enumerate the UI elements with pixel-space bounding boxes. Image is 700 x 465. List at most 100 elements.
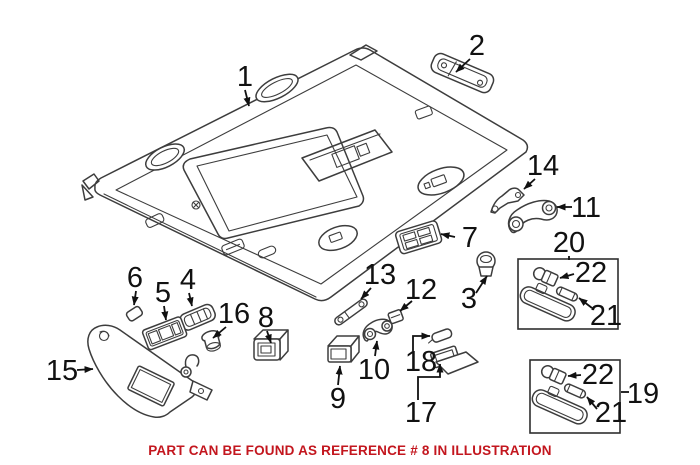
callout-20-number: 20 (553, 227, 585, 259)
callout-14-leader (523, 178, 536, 190)
lamp-lens-18 (428, 328, 453, 344)
bulb-socket-22b (540, 364, 567, 385)
roof-bracket (430, 52, 495, 94)
callout-8: 8 (258, 302, 274, 344)
callout-19: 19 (621, 378, 659, 410)
lamp-housing-20 (519, 282, 576, 322)
callout-3: 3 (461, 275, 488, 315)
callout-6: 6 (127, 262, 143, 306)
callout-7-number: 7 (462, 222, 478, 254)
headliner-details (81, 44, 433, 259)
callout-12: 12 (399, 274, 437, 312)
handle-bracket-rear (490, 187, 525, 214)
sunroof-opening (182, 126, 365, 240)
grab-handle-rear (507, 199, 558, 234)
grab-handle-front (362, 318, 393, 342)
headliner-panel (81, 44, 529, 302)
callout-6-leader (131, 290, 139, 306)
callout-21-leader (586, 396, 598, 410)
callout-15: 15 (46, 355, 94, 387)
callout-3-leader (475, 275, 488, 294)
callout-18: 18 (405, 332, 437, 378)
callout-9-number: 9 (330, 383, 346, 415)
callout-4-leader (186, 292, 194, 307)
callout-17: 17 (405, 363, 444, 429)
handle-rail (334, 298, 368, 326)
callout-18-leader (412, 332, 431, 351)
overhead-console-lamp (394, 220, 443, 255)
callout-9: 9 (330, 365, 346, 415)
callout-2: 2 (455, 30, 485, 73)
callout-22: 22 (559, 257, 607, 289)
switch-9 (327, 335, 360, 363)
callout-14-number: 14 (527, 150, 559, 182)
callout-17-leader (417, 363, 444, 400)
lamp-assembly-box-19 (529, 359, 621, 434)
callout-12-number: 12 (405, 274, 437, 306)
clip-6 (125, 305, 144, 322)
callout-22-number: 22 (575, 257, 607, 289)
callout-19-number: 19 (627, 378, 659, 410)
bulb-socket-22a (532, 266, 559, 287)
callout-22-number: 22 (582, 359, 614, 391)
visor-pivot (180, 354, 213, 401)
callout-5-leader (161, 305, 169, 321)
callout-10-leader (372, 340, 380, 357)
callout-1-number: 1 (237, 61, 253, 93)
callout-8-number: 8 (258, 302, 274, 334)
callout-16: 16 (212, 298, 250, 339)
callout-13: 13 (360, 259, 396, 300)
callout-1-leader (243, 89, 251, 107)
callout-7-leader (440, 232, 456, 240)
callout-20: 20 (553, 227, 585, 260)
callout-22-leader (567, 371, 582, 379)
callout-9-leader (335, 365, 343, 386)
callout-11: 11 (556, 192, 601, 224)
callout-6-number: 6 (127, 262, 143, 294)
callout-12-leader (399, 300, 413, 312)
callout-14: 14 (523, 150, 559, 190)
sun-visor (87, 324, 213, 418)
callout-18-number: 18 (405, 346, 437, 378)
callout-10: 10 (358, 340, 390, 386)
callout-13-leader (360, 287, 372, 300)
callout-10-number: 10 (358, 354, 390, 386)
callout-5-number: 5 (155, 277, 171, 309)
callout-13-number: 13 (364, 259, 396, 291)
switch-8 (253, 329, 289, 361)
callout-17-number: 17 (405, 397, 437, 429)
callout-15-leader (76, 366, 94, 374)
callout-22: 22 (567, 359, 614, 391)
callout-16-leader (212, 326, 227, 339)
lamp-assembly-box-20 (517, 258, 619, 330)
lamp-recess-right (417, 166, 465, 196)
callout-1: 1 (237, 61, 253, 107)
roof-sensor (476, 251, 496, 277)
callout-15-number: 15 (46, 355, 78, 387)
lamp-housing-19 (531, 385, 588, 425)
callout-2-leader (455, 58, 471, 73)
caption: PART CAN BE FOUND AS REFERENCE # 8 IN IL… (148, 443, 552, 458)
callout-21-number: 21 (595, 397, 627, 429)
lamp-recess-left (318, 224, 358, 252)
callout-16-number: 16 (218, 298, 250, 330)
visor-clip (201, 330, 221, 352)
callout-22-leader (559, 272, 575, 280)
lamp-housing-17 (429, 345, 479, 375)
console-cutout (301, 129, 393, 182)
vanity-mirror (127, 365, 175, 407)
callout-21-leader (578, 297, 593, 309)
callout-2-number: 2 (469, 30, 485, 62)
handle-recess-mid (255, 73, 299, 103)
festoon-bulb-21b (563, 383, 587, 399)
callout-11-number: 11 (571, 192, 601, 224)
callout-5: 5 (155, 277, 171, 321)
callout-21: 21 (578, 297, 622, 332)
callout-8-leader (264, 330, 272, 344)
switch-panel-5 (141, 316, 188, 351)
handle-clip (387, 309, 404, 325)
callout-7: 7 (440, 222, 478, 254)
